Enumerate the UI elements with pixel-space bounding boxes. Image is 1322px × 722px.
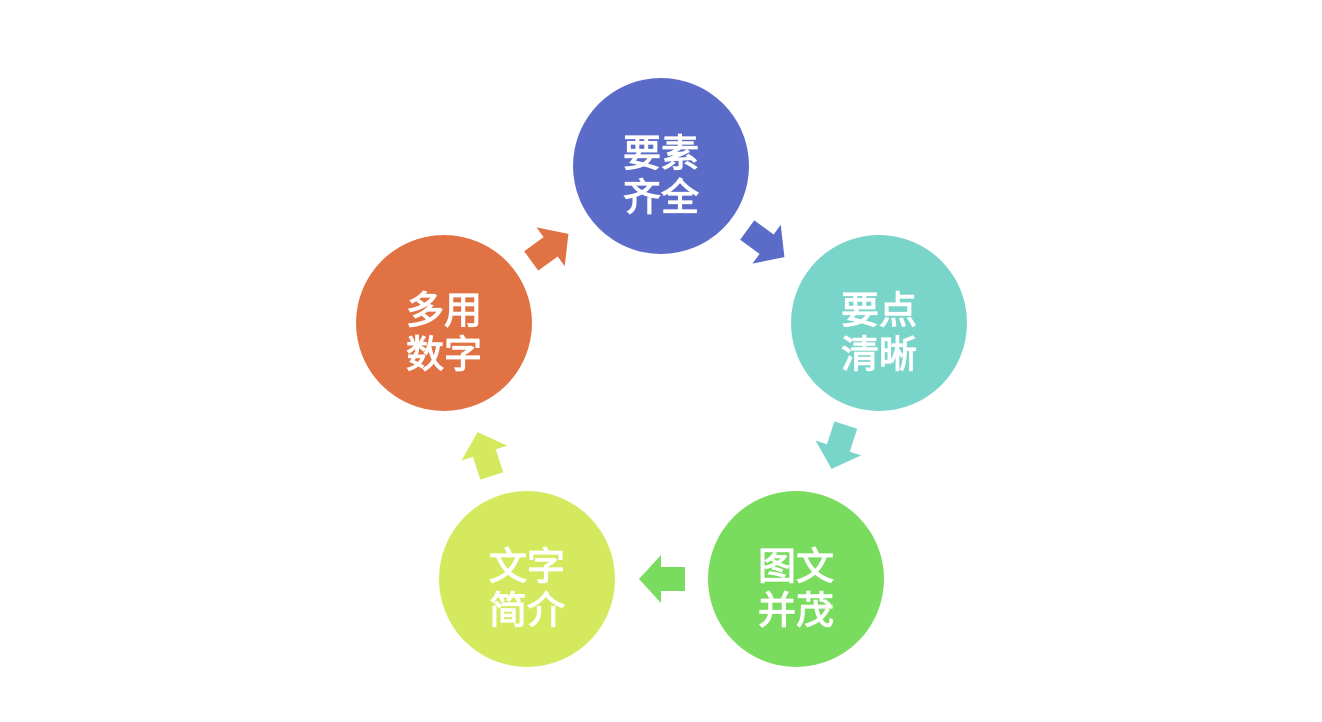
arrow-icon [815, 421, 862, 469]
node-text-brief: 文字 简介 [439, 491, 615, 667]
arrow-icon [639, 555, 685, 603]
node-label-line2: 数字 [406, 333, 482, 377]
node-label-line2: 齐全 [623, 176, 700, 220]
arrow-icon [461, 432, 508, 480]
node-key-points-clear: 要点 清晰 [791, 235, 967, 411]
node-text-and-images: 图文 并茂 [708, 491, 884, 667]
node-use-numbers: 多用 数字 [356, 235, 532, 411]
node-circle [439, 491, 615, 667]
arrow-icon [524, 227, 569, 271]
node-label-line1: 文字 [489, 545, 565, 589]
node-circle [708, 491, 884, 667]
node-label-line2: 清晰 [841, 333, 917, 377]
arrow-icon [740, 220, 785, 264]
node-label-line2: 并茂 [758, 589, 834, 633]
node-circle [356, 235, 532, 411]
node-label-line2: 简介 [489, 589, 566, 633]
node-label-line1: 要点 [841, 289, 917, 333]
node-label-line1: 要素 [623, 132, 699, 176]
arrows [461, 220, 862, 603]
node-label-line1: 图文 [758, 545, 834, 589]
node-label-line1: 多用 [406, 289, 482, 333]
node-elements-complete: 要素 齐全 [573, 78, 749, 254]
node-circle [573, 78, 749, 254]
node-circle [791, 235, 967, 411]
